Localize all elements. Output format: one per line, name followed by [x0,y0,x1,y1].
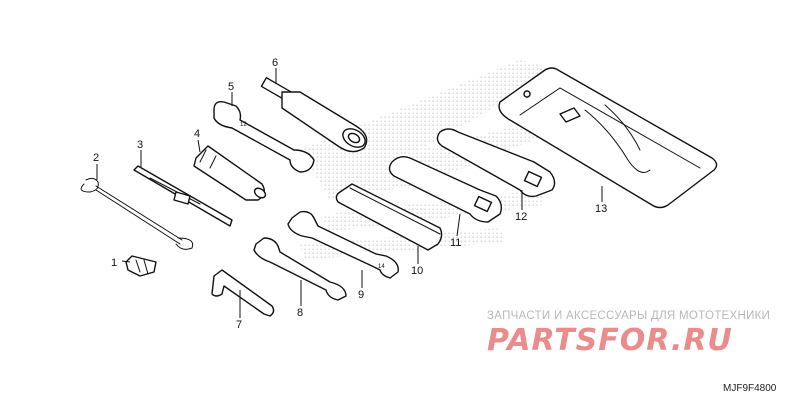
part-7-hex-key [211,269,275,317]
part-8-open-end-wrench [253,237,347,301]
callout-3: 3 [137,139,143,151]
callout-11: 11 [450,237,461,249]
part-6-socket-wrench [260,76,368,153]
callout-1: 1 [111,257,117,269]
callout-12: 12 [515,211,527,223]
callout-7: 7 [236,319,242,331]
part-10-handle [335,183,443,251]
callout-9: 9 [358,289,364,301]
svg-text:12: 12 [240,122,247,128]
diagram-code: MJF9F4800 [723,383,777,394]
part-2-cable [80,177,194,250]
callout-5: 5 [228,81,234,93]
callout-4: 4 [194,128,200,140]
callout-6: 6 [272,57,278,69]
callouts: 1 2 3 4 5 6 7 8 9 10 11 12 13 [93,57,607,331]
part-13-tool-bag [498,67,718,209]
part-9-open-end-wrench: 14 [287,210,399,279]
callout-13: 13 [595,203,607,215]
part-12-flat-wrench [436,128,556,198]
watermark-brand: PARTSFOR.RU [487,323,733,358]
part-4-screwdriver-grip [193,145,267,201]
callout-8: 8 [297,307,303,319]
callout-2: 2 [93,152,99,164]
part-3-screwdriver [133,165,233,227]
svg-text:14: 14 [378,264,385,270]
callout-10: 10 [411,265,423,277]
watermark-tagline: ЗАПЧАСТИ И АКСЕССУАРЫ ДЛЯ МОТОТЕХНИКИ [487,310,770,322]
watermark: ЗАПЧАСТИ И АКСЕССУАРЫ ДЛЯ МОТОТЕХНИКИ PA… [487,310,770,358]
part-1-clip [125,255,157,277]
leader-lines [96,68,603,318]
part-11-flat-wrench [388,155,503,223]
